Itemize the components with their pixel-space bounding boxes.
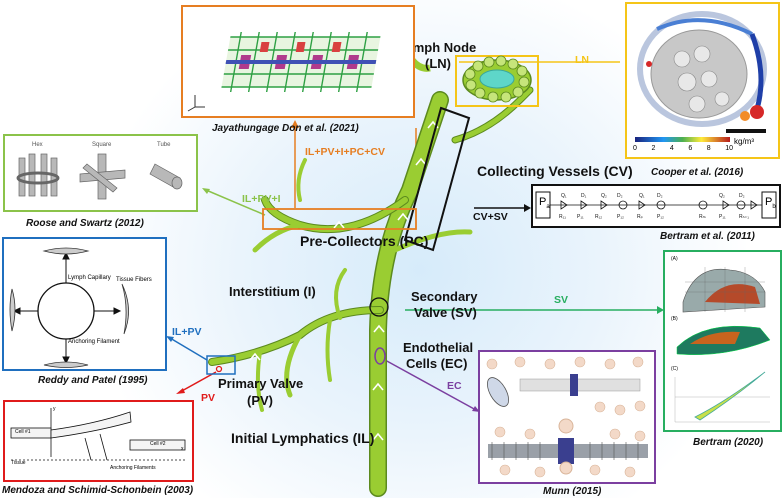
roose-panel: Hex Square Tube — [3, 134, 198, 212]
pc-roose-connector — [205, 189, 266, 216]
endothelial-label-2: Cells (EC) — [406, 356, 468, 371]
valve-cell-figure — [10, 408, 186, 461]
lymph-node-flow-figure — [635, 11, 767, 142]
cooper-colorbar-unit: kg/m³ — [734, 137, 754, 146]
lymph-node-label: Lymph Node — [398, 40, 477, 55]
svg-text:Rₙ₊₁: Rₙ₊₁ — [739, 214, 749, 220]
mendoza-panel: Cell #1 Cell #2 Tissue Anchoring Filamen… — [3, 400, 194, 482]
ilpv-connector — [169, 337, 208, 361]
tag-il-pv: IL+PV — [172, 326, 202, 338]
citation-cooper: Cooper et al. (2016) — [651, 167, 744, 178]
bertram2020-subfig-b: (B) — [671, 316, 678, 322]
tag-pv: PV — [201, 392, 216, 404]
svg-text:D₁: D₁ — [581, 193, 587, 199]
collecting-vessels-label: Collecting Vessels (CV) — [477, 163, 633, 179]
tag-ec: EC — [447, 380, 462, 392]
citation-roose: Roose and Swartz (2012) — [26, 218, 144, 229]
valve-surface-figures — [674, 267, 771, 423]
tag-cv-sv: CV+SV — [473, 211, 508, 223]
bertram2020-subfig-c: (C) — [671, 366, 678, 372]
scaffold-geometries — [16, 153, 183, 200]
citation-munn: Munn (2015) — [543, 486, 602, 497]
mendoza-cell2: Cell #2 — [150, 441, 166, 447]
pv-connector — [179, 371, 217, 393]
lymph-node-abbr: (LN) — [425, 56, 451, 71]
svg-text:D₂: D₂ — [657, 193, 663, 199]
roose-label-tube: Tube — [157, 142, 171, 148]
secondary-valve-label-2: Valve (SV) — [414, 305, 477, 320]
svg-text:P₁₁: P₁₁ — [719, 214, 726, 220]
svg-text:P₁₁: P₁₁ — [577, 214, 584, 220]
endothelial-label-1: Endothelial — [403, 340, 474, 355]
citation-reddy: Reddy and Patel (1995) — [38, 375, 148, 386]
svg-text:P₁₂: P₁₂ — [657, 214, 664, 220]
svg-text:Q₁: Q₁ — [561, 193, 567, 199]
citation-bertram2011: Bertram et al. (2011) — [660, 231, 755, 242]
svg-text:Rₚ: Rₚ — [637, 214, 643, 220]
primary-valve-label-1: Primary Valve — [218, 376, 304, 391]
bertram2020-subfig-a: (A) — [671, 256, 678, 262]
mendoza-x-axis: x — [181, 446, 184, 452]
initial-lymphatics-label: Initial Lymphatics (IL) — [231, 430, 375, 446]
bertram2011-p-in: Pa — [539, 196, 550, 211]
mendoza-y-axis: y — [53, 406, 56, 412]
tag-ln: LN — [575, 54, 589, 66]
bertram2011-panel: Q₁ D₁ Q₂ D₂ Q₁ D₂ Q₂ D₂ R₁₁ P₁₁ R₁₂ P₁₂ Rₚ P₁₂ Rₘ P₁… — [531, 184, 781, 228]
collector-mesh-figure — [187, 32, 381, 112]
citation-jayathungage: Jayathungage Don et al. (2021) — [212, 123, 359, 134]
svg-text:Rₘ: Rₘ — [699, 214, 706, 220]
mendoza-anchoring: Anchoring Filaments — [110, 465, 156, 471]
svg-text:D₂: D₂ — [739, 193, 745, 199]
reddy-tissue-fibers: Tissue Fibers — [116, 277, 152, 283]
lymph-capillary-figure — [9, 247, 129, 368]
roose-label-hex: Hex — [32, 142, 43, 148]
mendoza-tissue: Tissue — [11, 460, 26, 466]
citation-bertram2020: Bertram (2020) — [693, 437, 764, 448]
bertram2020-panel: (A) (B) (C) — [663, 250, 782, 432]
ec-connector — [384, 359, 477, 411]
secondary-valve-label-1: Secondary — [411, 289, 478, 304]
svg-text:R₁₁: R₁₁ — [559, 214, 566, 220]
svg-text:R₁₂: R₁₂ — [595, 214, 602, 220]
cooper-colorbar — [635, 137, 730, 142]
pre-collectors-label: Pre-Collectors (PC) — [300, 233, 429, 249]
svg-text:P₁₂: P₁₂ — [617, 214, 624, 220]
jayathungage-panel — [181, 5, 415, 118]
bertram2011-p-out: Pb — [765, 196, 776, 211]
tag-il-pv-i: IL+PV+I — [242, 193, 281, 205]
svg-text:Q₁: Q₁ — [639, 193, 645, 199]
citation-mendoza: Mendoza and Schimid-Schonbein (2003) — [2, 485, 194, 496]
svg-text:D₂: D₂ — [617, 193, 623, 199]
tag-sv: SV — [554, 294, 569, 306]
lymphangion-circuit: Q₁ D₁ Q₂ D₂ Q₁ D₂ Q₂ D₂ R₁₁ P₁₁ R₁₂ P₁₂ Rₚ P₁₂ Rₘ P₁… — [535, 191, 777, 220]
reddy-lymph-capillary: Lymph Capillary — [68, 275, 111, 281]
munn-panel — [478, 350, 656, 484]
primary-valve-label-2: (PV) — [247, 393, 273, 408]
reddy-panel: Lymph Capillary Tissue Fibers Anchoring … — [2, 237, 167, 371]
svg-text:Q₂: Q₂ — [719, 193, 725, 199]
endothelial-channel-figure — [486, 356, 648, 478]
tag-il-pv-i-pc-cv: IL+PV+I+PC+CV — [305, 146, 385, 158]
svg-text:Q₂: Q₂ — [601, 193, 607, 199]
mendoza-cell1: Cell #1 — [15, 429, 31, 435]
reddy-anchoring-filament: Anchoring Filament — [68, 339, 120, 345]
roose-label-square: Square — [92, 142, 112, 148]
interstitium-label: Interstitium (I) — [229, 284, 316, 299]
